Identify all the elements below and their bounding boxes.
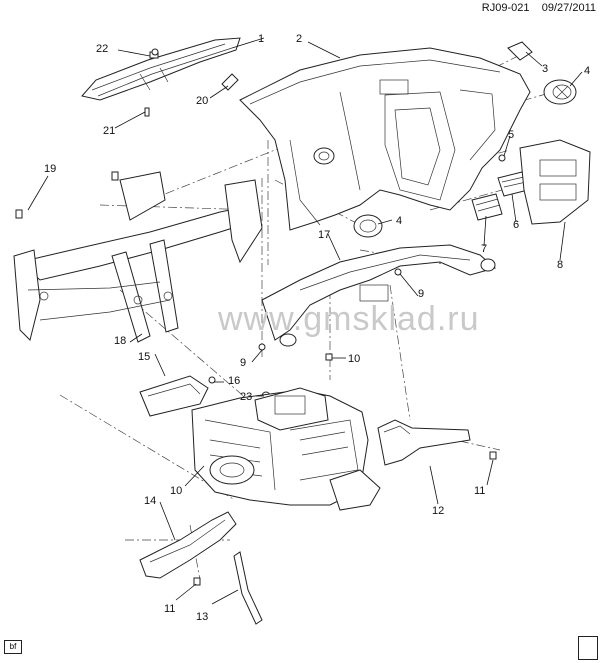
leader-lines xyxy=(27,37,583,605)
watermark: www.gmsklad.ru xyxy=(218,300,480,338)
callout-13: 13 xyxy=(196,611,208,623)
floor-duct-left xyxy=(139,511,237,579)
side-vent xyxy=(507,41,533,61)
air-distribution-duct xyxy=(261,244,497,347)
callout-22: 22 xyxy=(96,43,108,55)
diagram-date: 09/27/2011 xyxy=(541,2,596,14)
callout-21: 21 xyxy=(103,125,115,137)
callout-8: 8 xyxy=(557,259,563,271)
nut-10-upper xyxy=(325,353,333,361)
callout-7: 7 xyxy=(481,243,487,255)
nut-11-left xyxy=(193,577,201,586)
callout-9-upper: 9 xyxy=(418,288,424,300)
filter-cover xyxy=(139,375,209,417)
callout-6: 6 xyxy=(513,219,519,231)
air-outlet-left xyxy=(353,214,383,238)
callout-2: 2 xyxy=(296,33,302,45)
callout-3: 3 xyxy=(542,63,548,75)
callout-11-left: 11 xyxy=(164,603,175,615)
air-outlet-right xyxy=(543,79,577,105)
callout-17: 17 xyxy=(318,229,330,241)
clip-9-upper xyxy=(394,268,402,276)
hvac-module xyxy=(191,387,381,511)
bracket-20 xyxy=(221,73,239,91)
callout-10-lower: 10 xyxy=(170,485,182,497)
callout-10-upper: 10 xyxy=(348,353,360,365)
callout-4-left: 4 xyxy=(396,215,402,227)
nut-11-right xyxy=(489,451,497,460)
cross-car-beam xyxy=(13,171,263,343)
callouts: 1 2 3 4 4 5 6 7 8 9 9 10 10 11 11 12 13 … xyxy=(44,33,590,623)
clip-9-lower xyxy=(258,343,266,351)
callout-14: 14 xyxy=(144,495,156,507)
callout-4-right: 4 xyxy=(584,65,590,77)
callout-1: 1 xyxy=(258,33,264,45)
center-bezel xyxy=(519,139,591,225)
callout-19: 19 xyxy=(44,163,56,175)
callout-5: 5 xyxy=(508,129,514,141)
clip-16 xyxy=(208,376,216,384)
drain-hose xyxy=(233,551,263,625)
screw-5 xyxy=(498,154,506,162)
callout-23: 23 xyxy=(240,391,252,403)
screw-21 xyxy=(144,107,150,117)
bolt-19 xyxy=(15,171,119,219)
callout-18: 18 xyxy=(114,335,126,347)
callout-15: 15 xyxy=(138,351,150,363)
diagram-code: RJ09-021 xyxy=(481,2,530,14)
callout-9-lower: 9 xyxy=(240,357,246,369)
callout-20: 20 xyxy=(196,95,208,107)
diagram-header: RJ09-021 09/27/2011 xyxy=(482,2,596,14)
floor-duct-right xyxy=(377,419,471,466)
callout-11-right: 11 xyxy=(474,485,485,497)
callout-12: 12 xyxy=(432,505,444,517)
defroster-grille xyxy=(81,37,241,101)
corner-mark: bf xyxy=(4,640,22,654)
book-icon xyxy=(578,636,598,660)
center-vent-lower xyxy=(471,193,503,221)
instrument-panel xyxy=(239,47,531,231)
callout-16: 16 xyxy=(228,375,240,387)
clip-22 xyxy=(151,48,159,56)
